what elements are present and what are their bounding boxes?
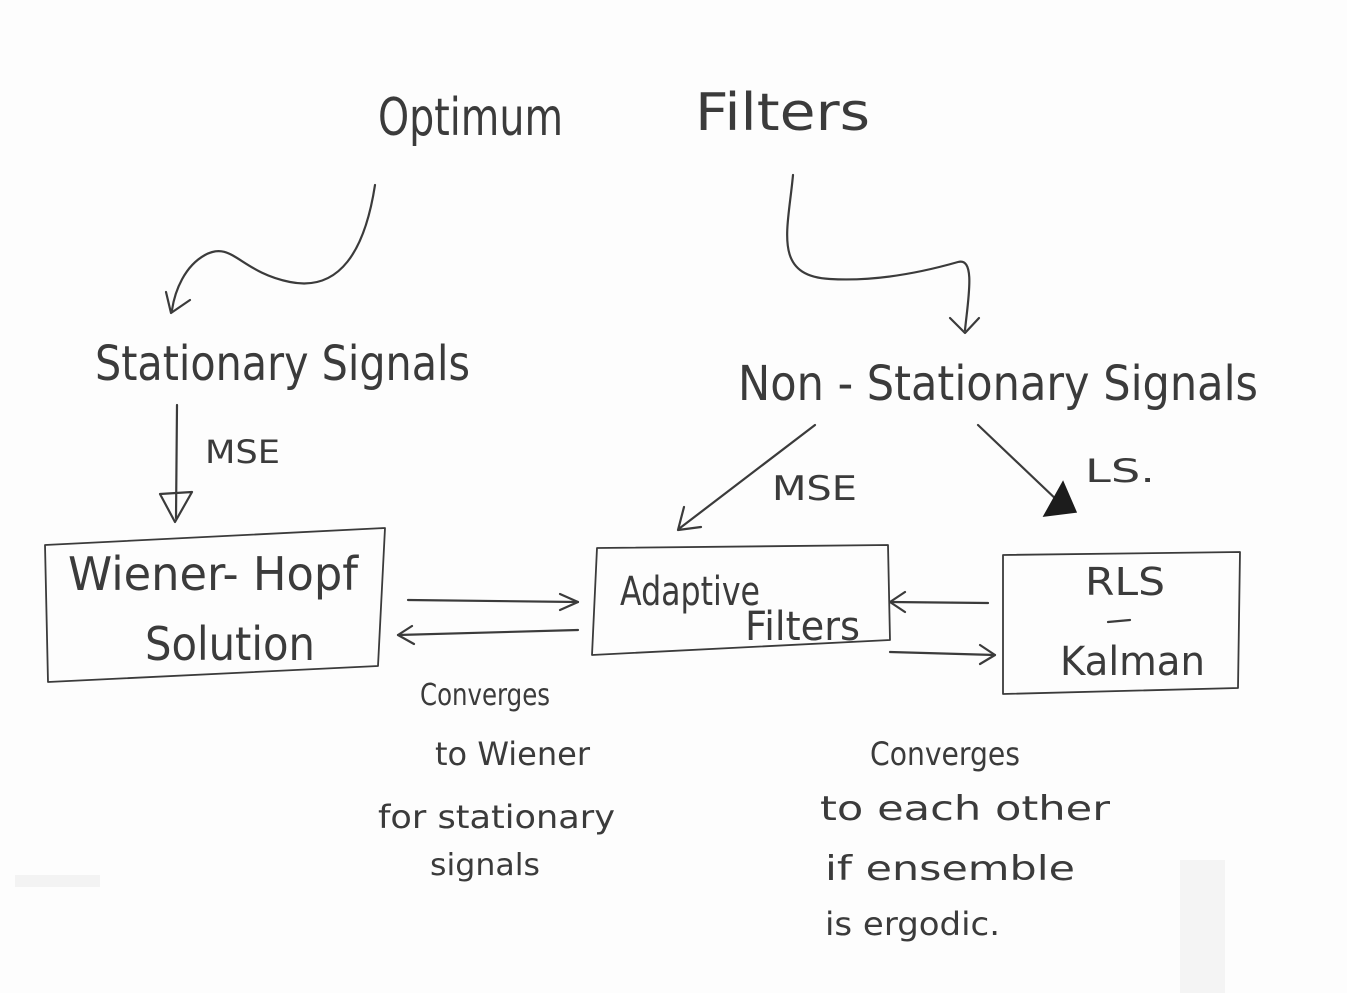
- rls-kalman-box: RLS Kalman: [1002, 551, 1241, 695]
- arrow-title-to-nonstationary: [786, 173, 981, 335]
- note-line: signals: [430, 848, 540, 883]
- note-line: Converges: [870, 735, 1020, 773]
- note-line: if ensemble: [825, 849, 1075, 889]
- arrow-adaptive-to-wiener: [396, 624, 580, 646]
- adaptive-filters-box: Adaptive Filters: [591, 544, 891, 656]
- wiener-hopf-line2: Solution: [145, 617, 315, 671]
- arrow-stationary-to-wiener: [158, 403, 194, 524]
- non-stationary-signals-label: Non - Stationary Signals: [738, 356, 1258, 412]
- arrow-wiener-to-adaptive: [406, 592, 580, 612]
- kalman-label: Kalman: [1060, 639, 1205, 685]
- edge-label-mse-left: MSE: [205, 433, 280, 471]
- note-line: for stationary: [378, 798, 615, 836]
- wiener-hopf-line1: Wiener- Hopf: [68, 547, 360, 601]
- note-adaptive-wiener: Converges to Wiener for stationary signa…: [378, 678, 615, 883]
- scan-shadow: [1180, 860, 1225, 993]
- wiener-hopf-box: Wiener- Hopf Solution: [44, 527, 386, 683]
- stationary-signals-label: Stationary Signals: [95, 336, 470, 392]
- rls-label: RLS: [1085, 560, 1165, 604]
- rls-kalman-separator: [1106, 618, 1132, 624]
- title-optimum: Optimum: [378, 88, 563, 148]
- arrow-title-to-stationary: [164, 183, 377, 315]
- arrow-rls-to-adaptive: [888, 590, 990, 614]
- note-adaptive-rls: Converges to each other if ensemble is e…: [820, 735, 1110, 943]
- note-line: to Wiener: [435, 735, 591, 773]
- edge-label-mse-middle: MSE: [772, 469, 857, 509]
- note-line: Converges: [420, 678, 550, 713]
- title-filters: Filters: [695, 83, 870, 143]
- arrow-nonstationary-to-adaptive: [676, 423, 817, 532]
- adaptive-filters-line1: Adaptive: [620, 569, 760, 615]
- arrow-nonstationary-to-rls: [976, 423, 1078, 517]
- arrow-adaptive-to-rls: [888, 643, 997, 666]
- scan-shadow: [15, 875, 100, 887]
- note-line: is ergodic.: [825, 905, 1000, 943]
- edge-label-ls: LS.: [1085, 452, 1155, 490]
- note-line: to each other: [820, 789, 1110, 829]
- adaptive-filters-line2: Filters: [745, 604, 860, 650]
